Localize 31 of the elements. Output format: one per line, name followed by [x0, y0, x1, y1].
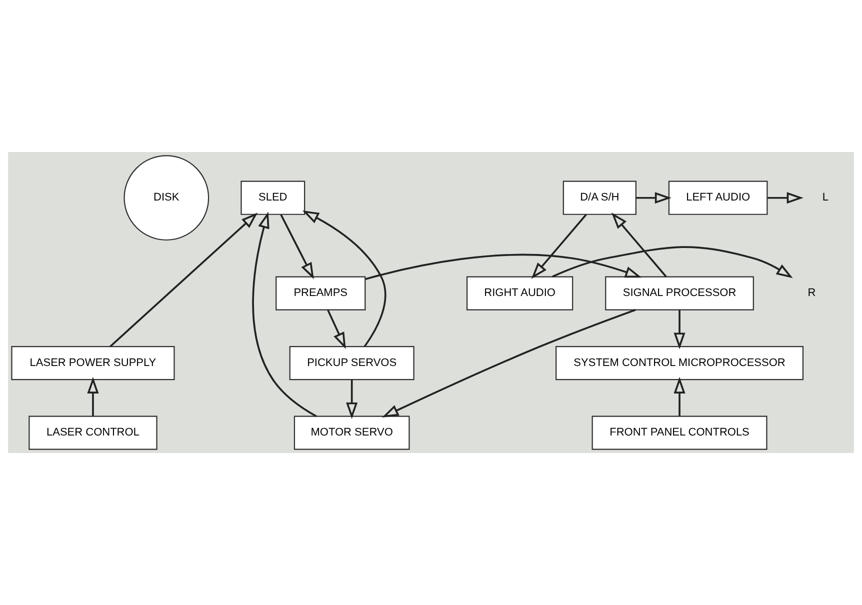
arrow — [611, 212, 667, 278]
arrow — [674, 310, 686, 350]
arrow — [636, 192, 672, 204]
node-box: LASER CONTROL — [28, 416, 158, 450]
node-text: L — [822, 192, 829, 204]
node-box: SIGNAL PROCESSOR — [605, 276, 754, 310]
arrow — [531, 214, 587, 279]
node-box: LEFT AUDIO — [668, 180, 768, 215]
node-box: FRONT PANEL CONTROLS — [592, 416, 768, 450]
arrow — [365, 254, 642, 280]
arrow — [252, 212, 317, 418]
node-box: RIGHT AUDIO — [466, 276, 574, 310]
node-box: MOTOR SERVO — [294, 416, 410, 450]
node-box: SYSTEM CONTROL MICROPROCESSOR — [556, 346, 804, 380]
node-box: D/A S/H — [562, 180, 636, 215]
arrow — [346, 380, 358, 419]
arrow — [87, 376, 99, 416]
node-circle: DISK — [124, 155, 210, 241]
arrow — [280, 214, 314, 280]
arrow — [110, 212, 258, 348]
arrow — [382, 308, 636, 418]
node-text: R — [808, 287, 816, 300]
arrow — [302, 210, 386, 347]
node-box: LASER POWER SUPPLY — [11, 346, 175, 380]
node-box: PICKUP SERVOS — [289, 346, 414, 380]
arrow — [327, 310, 346, 349]
arrow — [674, 376, 686, 416]
node-box: PREAMPS — [276, 276, 366, 310]
arrow — [552, 246, 793, 278]
arrow — [768, 192, 804, 204]
node-box: SLED — [240, 180, 306, 215]
